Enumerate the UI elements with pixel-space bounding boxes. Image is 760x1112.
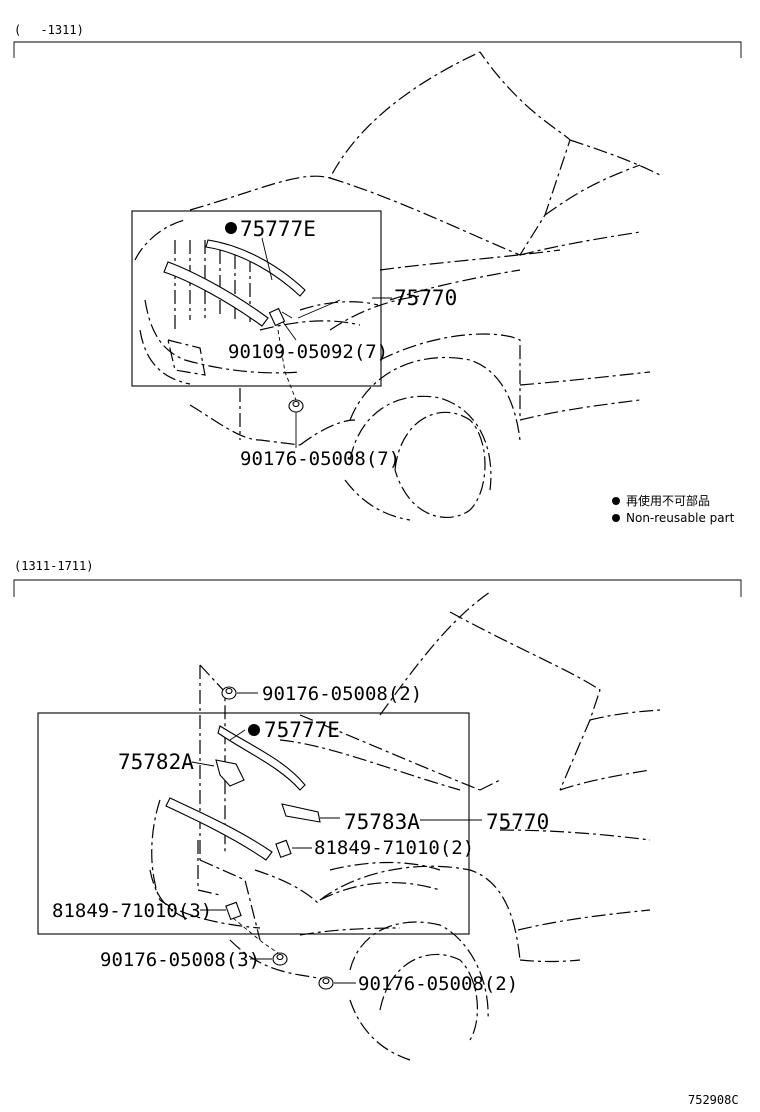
rivet-guide-1	[277, 329, 297, 401]
clip-part-1	[268, 307, 293, 327]
label-90176-1: 90176-05008(7)	[240, 448, 400, 470]
label-90176-2c: 90176-05008(2)	[358, 973, 518, 995]
label-75782A: 75782A	[118, 750, 194, 774]
clip-part-2a	[275, 839, 292, 858]
label-75783A: 75783A	[344, 810, 420, 834]
legend-dot-icon-1	[612, 497, 620, 505]
legend-line2: Non-reusable part	[626, 511, 735, 525]
label-90109: 90109-05092(7)	[228, 341, 388, 363]
bracket-75783A-part	[281, 803, 321, 823]
bracket-75782A-part	[215, 759, 245, 787]
rivet-part-2b	[272, 952, 288, 966]
inset-2-hood-sketch	[149, 739, 461, 929]
rivet-part-2a	[221, 686, 237, 700]
label-81849b: 81849-71010(3)	[52, 900, 212, 922]
footer-code: 752908C	[688, 1093, 739, 1107]
label-75777E-2: 75777E	[264, 718, 340, 742]
rivet-part-1	[288, 399, 304, 413]
section1-header: ( -1311)	[14, 23, 84, 37]
label-90176-2a: 90176-05008(2)	[262, 683, 422, 705]
legend-dot-icon-2	[612, 514, 620, 522]
leader-75777E-2	[229, 729, 246, 741]
leader-90109	[282, 321, 297, 341]
label-75777E-1: 75777E	[240, 217, 316, 241]
inset-box-2	[37, 712, 470, 935]
section2-header: (1311-1711)	[14, 559, 93, 573]
label-75770-2: 75770	[486, 810, 549, 834]
clip-part-2b	[225, 901, 242, 920]
leader-75782A	[191, 761, 215, 767]
inset-box-1	[131, 210, 382, 387]
legend-line1: 再使用不可部品	[626, 493, 710, 508]
rivet-guide-2	[232, 917, 279, 954]
label-81849a: 81849-71010(2)	[314, 837, 474, 859]
hood-seal-part-2	[217, 725, 306, 791]
leader-75770-1	[297, 297, 392, 319]
label-75770-1: 75770	[394, 286, 457, 310]
non-reusable-dot-icon-2	[248, 724, 260, 736]
rivet-part-2c	[318, 976, 334, 990]
section2-bracket	[13, 579, 742, 597]
non-reusable-dot-icon	[225, 222, 237, 234]
vehicle-outline-1	[189, 51, 661, 521]
label-90176-2b: 90176-05008(3)	[100, 949, 260, 971]
section1-bracket	[13, 41, 742, 58]
hood-seal-part-1	[205, 239, 306, 297]
grille-bar-part-1	[163, 261, 269, 327]
leader-75777E-1	[261, 237, 273, 281]
grille-bar-part-2	[165, 797, 273, 861]
